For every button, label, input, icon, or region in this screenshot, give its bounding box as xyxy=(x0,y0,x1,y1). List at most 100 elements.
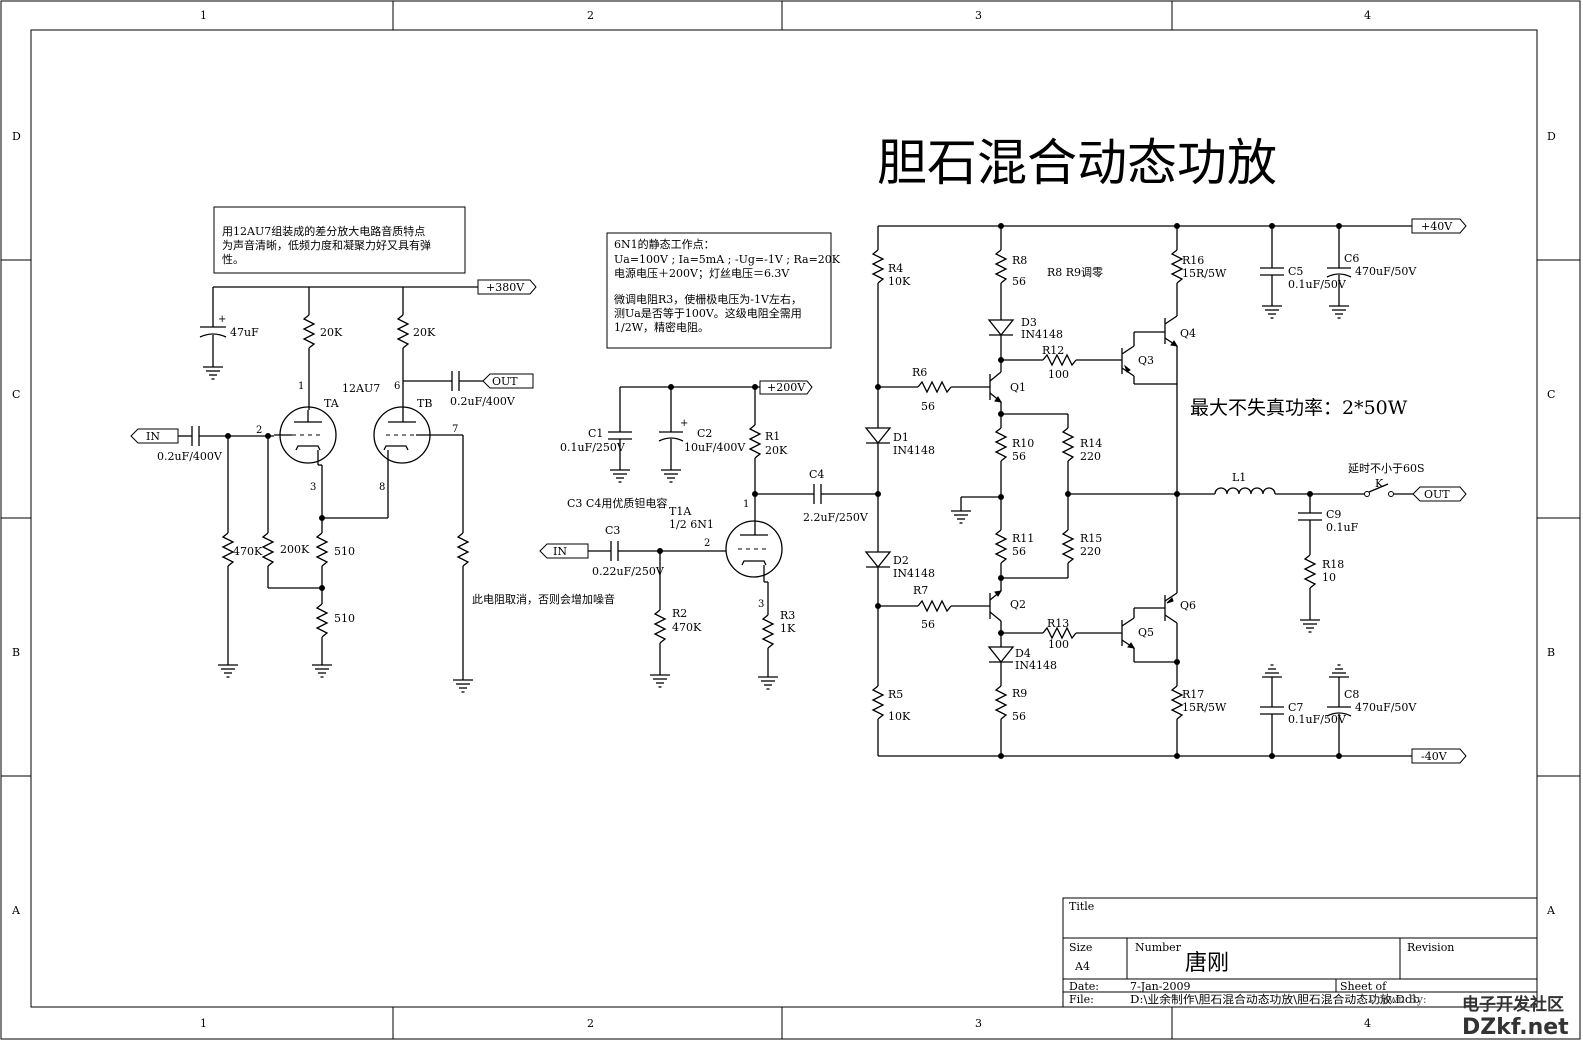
r9-ref: R9 xyxy=(1012,687,1027,700)
q5-ref: Q5 xyxy=(1138,626,1154,639)
r3-value: 1K xyxy=(780,622,796,635)
transistor-q6: Q6 xyxy=(1164,592,1196,624)
schematic-title: 胆石混合动态功放 xyxy=(877,134,1277,192)
transistor-q2: Q2 xyxy=(989,590,1026,622)
r-grid-value: 470K xyxy=(233,545,263,558)
note1-line2: 为声音清晰，低频力度和凝聚力好又具有弹 xyxy=(222,238,431,252)
note2-line5: 微调电阻R3，使栅极电压为-1V左右， xyxy=(614,292,802,306)
note2-line2: Ua=100V ; Ia=5mA ; -Ug=-1V ; Ra=20K xyxy=(614,253,841,266)
r6-ref: R6 xyxy=(912,366,927,379)
note1-line1: 用12AU7组装成的差分放大电路音质特点 xyxy=(222,224,425,238)
c5-ref: C5 xyxy=(1288,265,1303,278)
site-watermark: 电子开发社区 DZkf.net xyxy=(1462,994,1569,1040)
row-mark-d-right: D xyxy=(1547,130,1556,143)
tube-ta: TA xyxy=(274,397,340,465)
note-box-12au7: 用12AU7组装成的差分放大电路音质特点 为声音清晰，低频力度和凝聚力好又具有弹… xyxy=(213,206,466,274)
watermark-line1: 电子开发社区 xyxy=(1462,994,1564,1015)
r7-ref: R7 xyxy=(913,584,928,597)
q6-ref: Q6 xyxy=(1180,599,1196,612)
c2-value: 10uF/400V xyxy=(684,441,746,454)
note-box-6n1: 6N1的静态工作点： Ua=100V ; Ia=5mA ; -Ug=-1V ; … xyxy=(606,232,841,349)
c1-ref: C1 xyxy=(588,427,603,440)
r16-value: 15R/5W xyxy=(1182,267,1227,280)
d4-part: IN4148 xyxy=(1015,659,1057,672)
r12-value: 100 xyxy=(1048,368,1069,381)
svg-text:IN: IN xyxy=(146,430,160,443)
tb-number-label: Number xyxy=(1135,941,1182,954)
r13-ref: R13 xyxy=(1047,617,1069,630)
r4-value: 10K xyxy=(888,275,911,288)
r9-value: 56 xyxy=(1012,710,1026,723)
r2-value: 470K xyxy=(672,621,702,634)
c2-ref: C2 xyxy=(697,427,712,440)
r3-ref: R3 xyxy=(780,609,795,622)
svg-text:+200V: +200V xyxy=(767,381,806,394)
c8-value: 470uF/50V xyxy=(1355,701,1417,714)
svg-text:+380V: +380V xyxy=(486,281,525,294)
tube-12au7-label: 12AU7 xyxy=(342,382,380,395)
r-200k-value: 200K xyxy=(280,543,310,556)
r11-value: 56 xyxy=(1012,545,1026,558)
port-plus200v: +200V xyxy=(759,380,813,395)
d2-ref: D2 xyxy=(893,554,909,567)
d1-ref: D1 xyxy=(893,431,909,444)
r6-value: 56 xyxy=(921,400,935,413)
transistor-q4: Q4 xyxy=(1134,315,1196,347)
c6-ref: C6 xyxy=(1344,252,1359,265)
t1a-pin1: 1 xyxy=(743,499,749,510)
row-mark-a-right: A xyxy=(1546,904,1556,917)
r11-ref: R11 xyxy=(1012,532,1034,545)
col-mark-1-bottom: 1 xyxy=(200,1017,207,1030)
stage3-output: +40V -40V R4 10K D1 IN4148 D2 IN4148 R5 … xyxy=(864,218,1467,764)
q1-ref: Q1 xyxy=(1010,381,1026,394)
tube-tb-label: TB xyxy=(417,397,432,410)
transistor-q1: Q1 xyxy=(989,371,1026,403)
r13-value: 100 xyxy=(1048,638,1069,651)
c9-ref: C9 xyxy=(1326,508,1341,521)
tb-date-label: Date: xyxy=(1069,980,1099,993)
c6-value: 470uF/50V xyxy=(1355,265,1417,278)
note2-line3: 电源电压＋200V；灯丝电压＝6.3V xyxy=(614,266,790,280)
col-mark-3-top: 3 xyxy=(975,9,982,22)
col-mark-2-top: 2 xyxy=(587,9,594,22)
c4-ref: C4 xyxy=(809,468,824,481)
c-supply-value: 47uF xyxy=(230,326,259,339)
svg-text:OUT: OUT xyxy=(1424,488,1450,501)
q4-ref: Q4 xyxy=(1180,327,1196,340)
max-power-label: 最大不失真功率：2*50W xyxy=(1190,397,1408,419)
row-mark-d-left: D xyxy=(12,130,21,143)
port-in-stage1: IN xyxy=(130,428,179,444)
d3-part: IN4148 xyxy=(1021,328,1063,341)
port-minus40v: -40V xyxy=(1411,748,1467,764)
col-mark-1-top: 1 xyxy=(200,9,207,22)
svg-text:OUT: OUT xyxy=(492,375,518,388)
r10-value: 56 xyxy=(1012,450,1026,463)
c5-value: 0.1uF/50V xyxy=(1288,278,1347,291)
r2-ref: R2 xyxy=(672,607,687,620)
note2-line6: 测Ua是否等于100V。这级电阻全需用 xyxy=(614,306,802,320)
delay-note: 延时不小于60S xyxy=(1348,462,1425,475)
row-mark-c-left: C xyxy=(12,388,20,401)
tb-size-label: Size xyxy=(1069,941,1092,954)
c-supply-plus: + xyxy=(218,314,226,325)
r10-ref: R10 xyxy=(1012,437,1034,450)
row-mark-a-left: A xyxy=(11,904,21,917)
t1a-pin2: 2 xyxy=(704,538,710,549)
tube-ta-label: TA xyxy=(324,397,340,410)
tube-t1a-ref: T1A xyxy=(669,505,692,518)
tube-t1a-6n1: T1A 1/2 6N1 2 3 xyxy=(669,505,783,610)
tb-sheet-label: Sheet of xyxy=(1340,980,1387,993)
row-mark-b-right: B xyxy=(1547,646,1555,659)
t1a-pin3: 3 xyxy=(758,599,764,610)
col-mark-4-top: 4 xyxy=(1364,9,1371,22)
r4-ref: R4 xyxy=(888,262,903,275)
tb-pin8: 8 xyxy=(379,482,385,493)
svg-text:+40V: +40V xyxy=(1421,220,1453,233)
c-out-value: 0.2uF/400V xyxy=(450,395,516,408)
resistor-cancel-note: 此电阻取消，否则会增加噪音 xyxy=(472,592,615,606)
port-plus380v: +380V xyxy=(477,279,537,295)
stage2-6n1-amp: +200V C1 0.1uF/250V + C2 10uF/400V R1 20… xyxy=(539,380,878,690)
d3-ref: D3 xyxy=(1021,316,1037,329)
tb-file-value: D:\业余制作\胆石混合动态功放\胆石混合动态功放.Ddb xyxy=(1130,992,1420,1006)
r17-ref: R17 xyxy=(1182,688,1204,701)
